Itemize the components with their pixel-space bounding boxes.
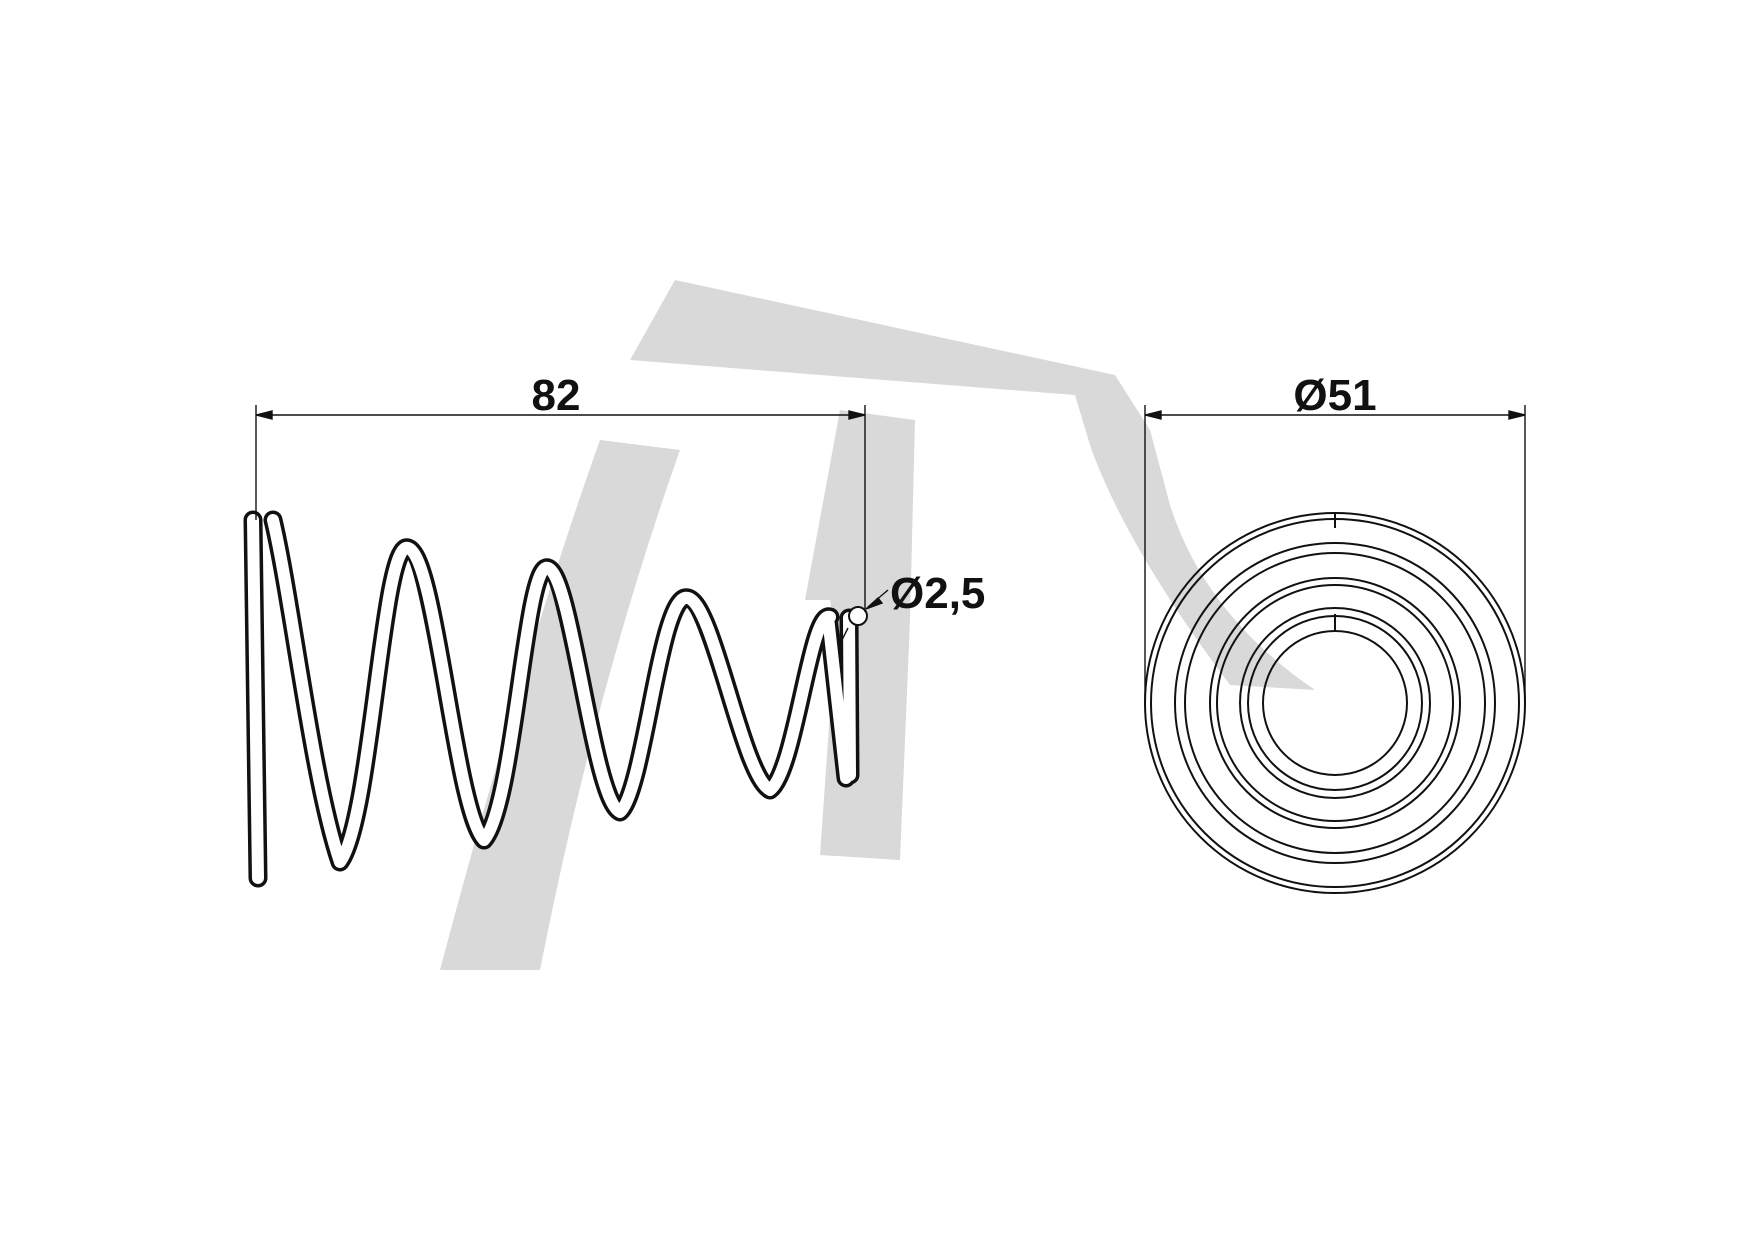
spring-end-view: [1144, 512, 1526, 894]
spring-side-view: [243, 510, 868, 888]
wire-diameter-label: Ø2,5: [890, 569, 985, 618]
length-dimension: [255, 405, 866, 612]
outer-diameter-dimension: [1144, 405, 1526, 700]
end-ring-6: [1216, 584, 1454, 822]
end-ring-5: [1209, 577, 1461, 829]
end-ring-9: [1262, 630, 1408, 776]
outer-diameter-label: Ø51: [1293, 371, 1376, 420]
end-ring-3: [1174, 542, 1496, 864]
end-ring-4: [1184, 552, 1486, 854]
brand-logo-watermark-icon: [440, 280, 1315, 970]
wire-end-section: [848, 606, 868, 626]
spring-wire-inner: [247, 514, 856, 884]
length-dimension-label: 82: [532, 371, 581, 420]
wire-diameter-leader: [839, 589, 889, 645]
end-ring-7: [1239, 607, 1431, 799]
